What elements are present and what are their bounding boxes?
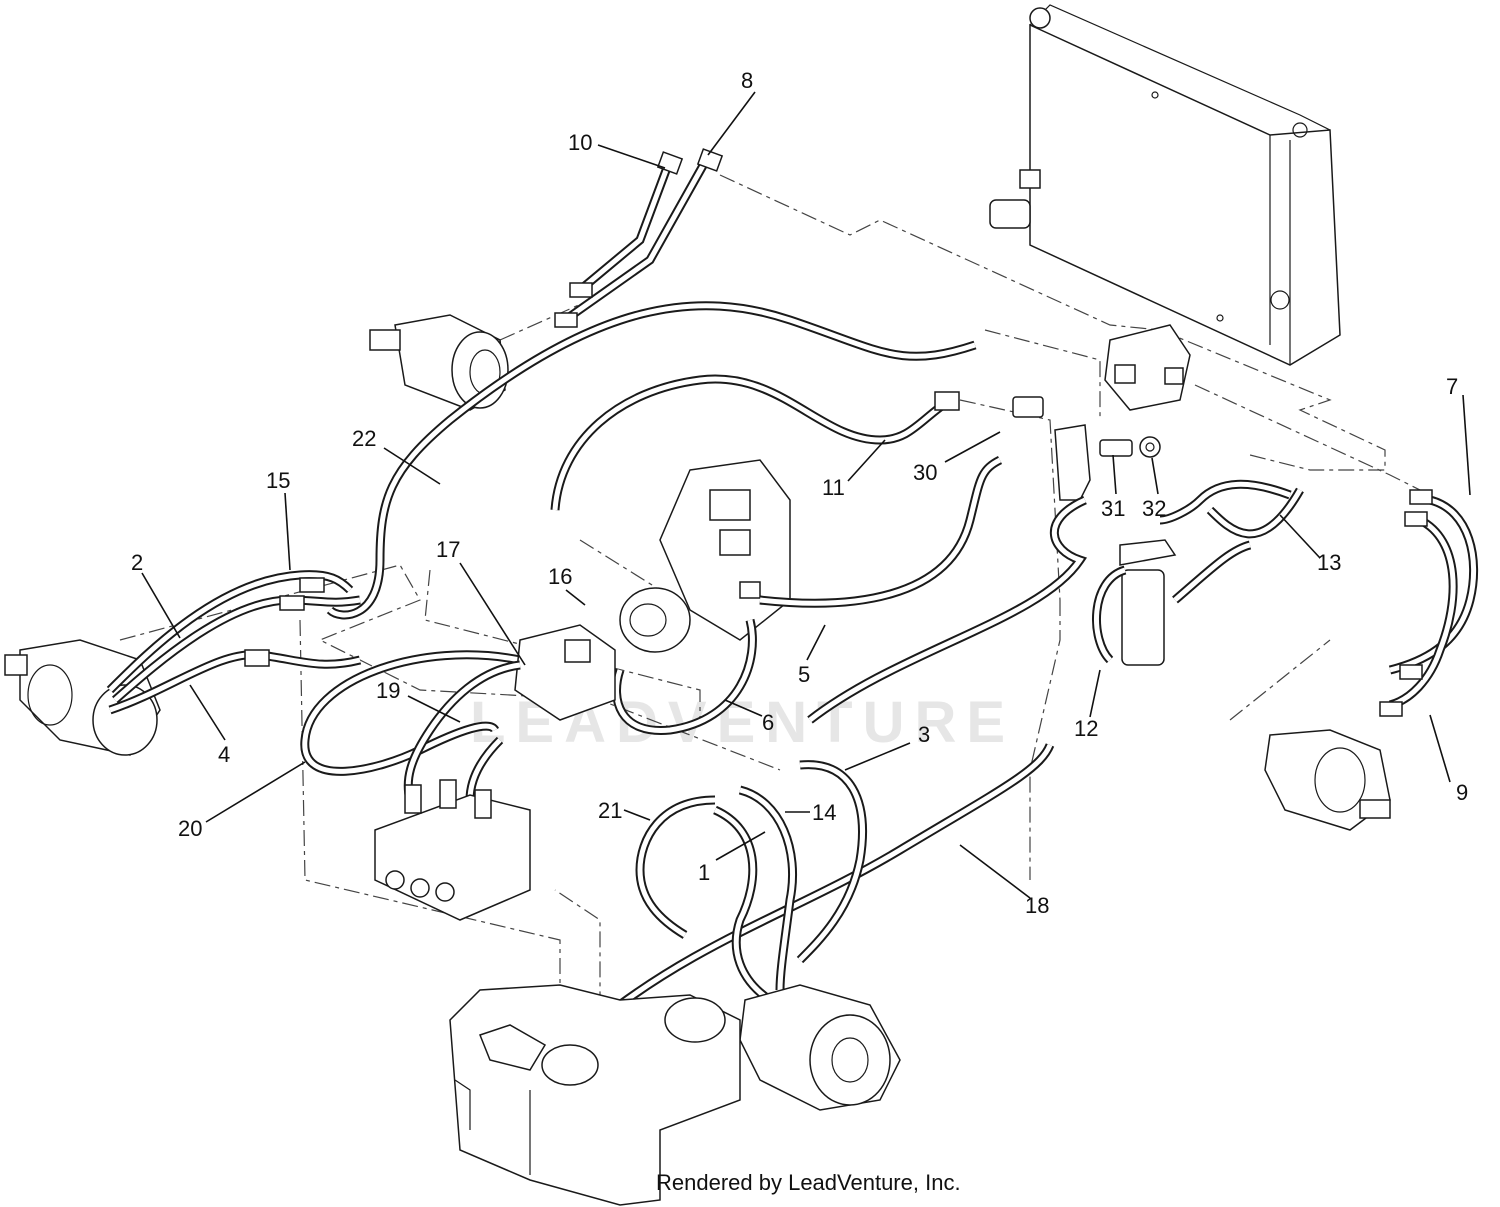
callout-5: 5 <box>798 662 810 687</box>
callout-30: 30 <box>913 460 937 485</box>
hydraulic-tank <box>449 984 741 1206</box>
callout-17: 17 <box>436 537 460 562</box>
hoses-2-4-15 <box>106 570 362 715</box>
callout-3: 3 <box>918 722 930 747</box>
callout-20: 20 <box>178 816 202 841</box>
callout-10: 10 <box>568 130 592 155</box>
footer-credit: Rendered by LeadVenture, Inc. <box>656 1170 961 1195</box>
hose-11 <box>550 374 960 511</box>
wheel-motor-lower <box>739 984 901 1111</box>
callout-numbers: 8 10 22 11 30 31 32 7 13 15 2 4 17 16 5 … <box>131 68 1468 918</box>
callout-7: 7 <box>1446 374 1458 399</box>
callout-12: 12 <box>1074 716 1098 741</box>
hoses-8-10 <box>554 148 724 328</box>
callout-6: 6 <box>762 710 774 735</box>
callout-18: 18 <box>1025 893 1049 918</box>
callout-13: 13 <box>1317 550 1341 575</box>
valve-bank <box>374 779 531 921</box>
hose-13 <box>1159 479 1304 539</box>
callout-31: 31 <box>1101 496 1125 521</box>
callout-14: 14 <box>812 800 836 825</box>
callout-11: 11 <box>822 475 845 500</box>
callout-16: 16 <box>548 564 572 589</box>
callout-22: 22 <box>352 426 376 451</box>
callout-19: 19 <box>376 678 400 703</box>
wheel-motor-right <box>1264 729 1391 831</box>
valve-block-upper <box>1104 324 1191 411</box>
callout-15: 15 <box>266 468 290 493</box>
hoses-7-9 <box>1379 489 1479 717</box>
control-valve-17 <box>514 624 616 721</box>
oil-cooler <box>989 4 1341 366</box>
callout-9: 9 <box>1456 780 1468 805</box>
hose-20 <box>300 650 521 776</box>
hydraulic-filter <box>1092 539 1252 666</box>
hose-18 <box>597 495 1088 1024</box>
callout-32: 32 <box>1142 496 1166 521</box>
callout-21: 21 <box>598 798 622 823</box>
callout-2: 2 <box>131 550 143 575</box>
hydrostatic-pump <box>619 459 791 653</box>
callout-8: 8 <box>741 68 753 93</box>
hose-5 <box>612 455 1003 735</box>
hoses-1-3-14-21 <box>635 760 867 1004</box>
callout-1: 1 <box>698 860 710 885</box>
callout-leaders <box>141 91 1471 899</box>
callout-4: 4 <box>218 742 230 767</box>
hose-22 <box>326 301 977 620</box>
fittings-30-31-32 <box>1012 396 1161 501</box>
